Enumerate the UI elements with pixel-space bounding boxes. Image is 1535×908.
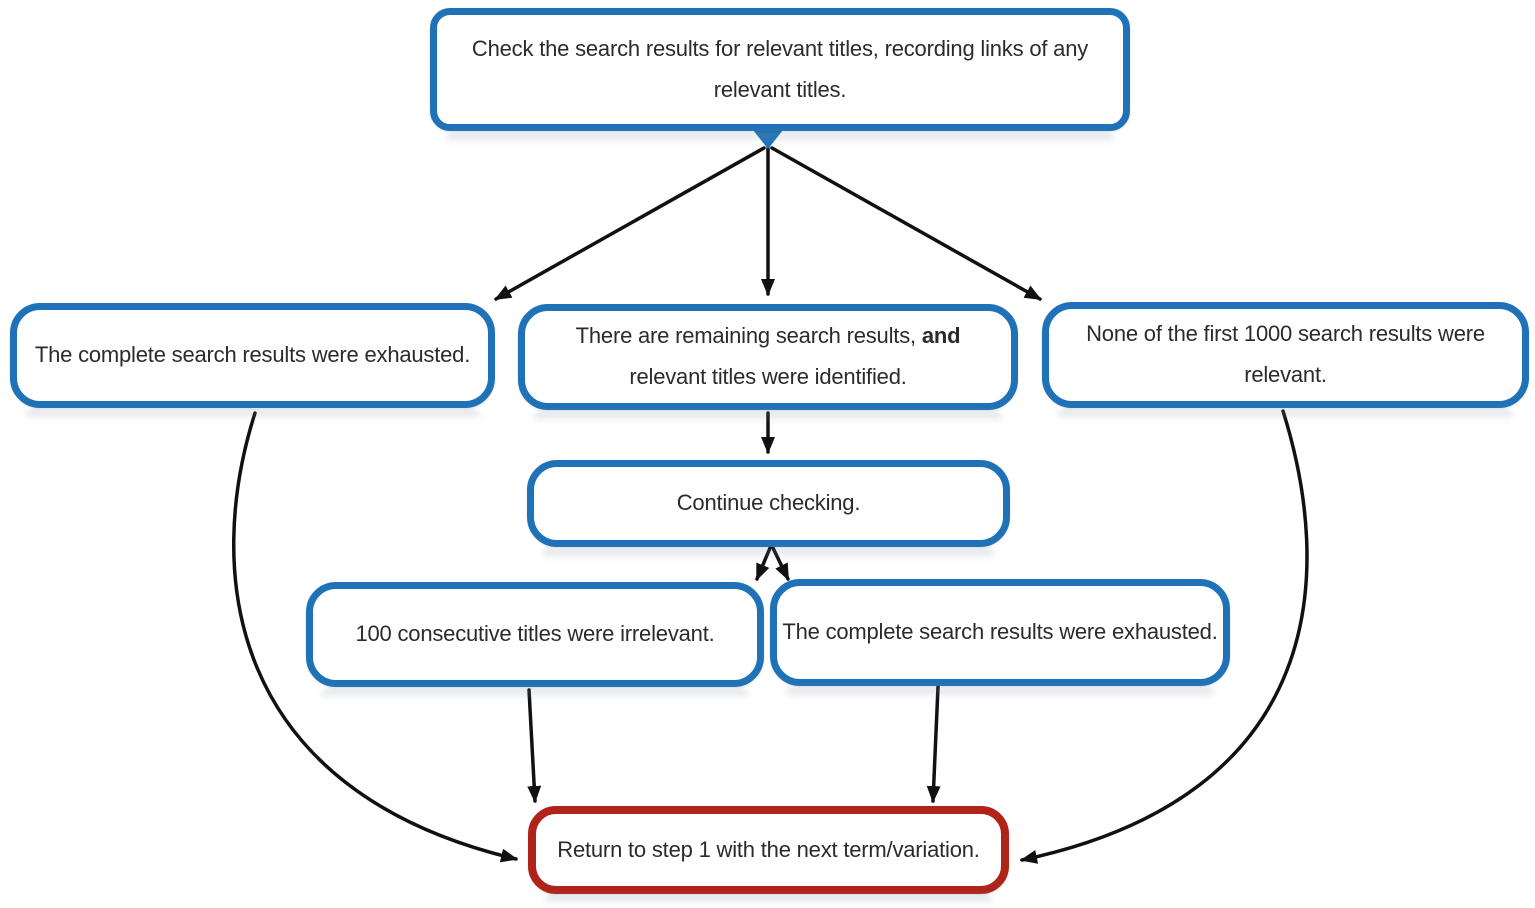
node-label: None of the first 1000 search results we…	[1086, 321, 1485, 387]
node-none-relevant: None of the first 1000 search results we…	[1042, 302, 1529, 408]
node-label: There are remaining search results, and …	[575, 323, 961, 389]
node-label: The complete search results were exhaust…	[782, 619, 1218, 645]
node-return-step1: Return to step 1 with the next term/vari…	[528, 806, 1009, 894]
node-100-irrelevant: 100 consecutive titles were irrelevant.	[306, 582, 764, 687]
node-check-results: Check the search results for relevant ti…	[430, 8, 1130, 131]
arrow-check-to-exhausted-left	[494, 146, 766, 301]
node-results-exhausted-bottom: The complete search results were exhaust…	[770, 579, 1230, 686]
node-label: Continue checking.	[676, 490, 861, 516]
node-label: Return to step 1 with the next term/vari…	[557, 836, 980, 862]
node-continue-checking: Continue checking.	[527, 460, 1010, 547]
node-label: Check the search results for relevant ti…	[471, 35, 1089, 102]
node-results-exhausted-left: The complete search results were exhaust…	[10, 303, 495, 408]
arrow-exhausted-bottom-to-return	[926, 685, 941, 803]
node-label: 100 consecutive titles were irrelevant.	[355, 621, 715, 647]
arrow-check-to-none-relevant	[770, 146, 1042, 301]
node-label: The complete search results were exhaust…	[34, 342, 471, 368]
node-remaining-results: There are remaining search results, and …	[518, 304, 1018, 410]
arrow-irrelevant-to-return	[527, 688, 542, 803]
